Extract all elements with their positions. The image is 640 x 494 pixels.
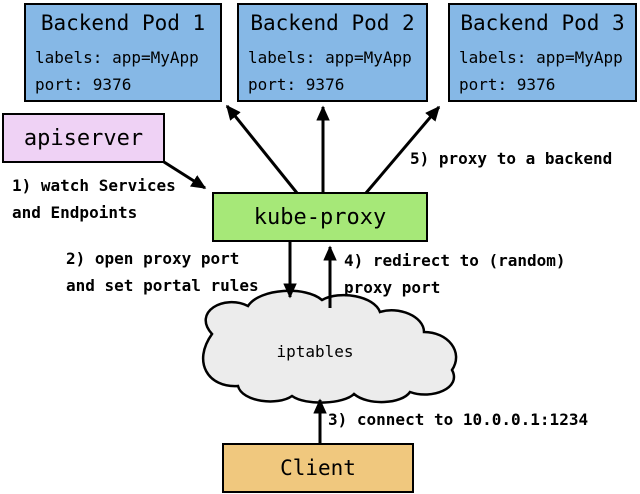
- annotation-step1-watch-services: 1) watch Services and Endpoints: [12, 176, 176, 222]
- annotation-step2-open-proxy-port: 2) open proxy port and set portal rules: [66, 249, 259, 295]
- arrow-kube-proxy-to-pod3: [364, 105, 441, 194]
- client-box: Client: [222, 443, 414, 493]
- annotation-step4-redirect: 4) redirect to (random) proxy port: [344, 251, 566, 297]
- annotation-step3-connect: 3) connect to 10.0.0.1:1234: [328, 410, 589, 429]
- iptables-label: iptables: [276, 342, 354, 361]
- arrow-apiserver-to-kube-proxy: [163, 160, 207, 190]
- backend-pod-1-box: Backend Pod 1 labels: app=MyApp port: 93…: [24, 3, 222, 102]
- backend-pod-1-title: Backend Pod 1: [40, 11, 206, 35]
- backend-pod-3-box: Backend Pod 3 labels: app=MyApp port: 93…: [448, 3, 637, 102]
- kube-proxy-label: kube-proxy: [253, 204, 387, 230]
- backend-pod-3-title: Backend Pod 3: [460, 11, 625, 35]
- client-label: Client: [280, 456, 356, 480]
- backend-pod-1-labels: labels: app=MyApp: [35, 48, 199, 67]
- arrow-kube-proxy-to-pod1: [225, 104, 299, 194]
- backend-pod-1-port: port: 9376: [35, 75, 132, 94]
- backend-pod-2-box: Backend Pod 2 labels: app=MyApp port: 93…: [237, 3, 428, 102]
- apiserver-label: apiserver: [23, 125, 144, 151]
- backend-pod-2-labels: labels: app=MyApp: [248, 48, 412, 67]
- annotation-step5-proxy-to-backend: 5) proxy to a backend: [410, 149, 613, 168]
- backend-pod-3-port: port: 9376: [459, 75, 556, 94]
- kube-proxy-box: kube-proxy: [212, 192, 428, 242]
- apiserver-box: apiserver: [2, 113, 165, 163]
- backend-pod-2-port: port: 9376: [248, 75, 345, 94]
- backend-pod-2-title: Backend Pod 2: [250, 11, 415, 35]
- backend-pod-3-labels: labels: app=MyApp: [459, 48, 623, 67]
